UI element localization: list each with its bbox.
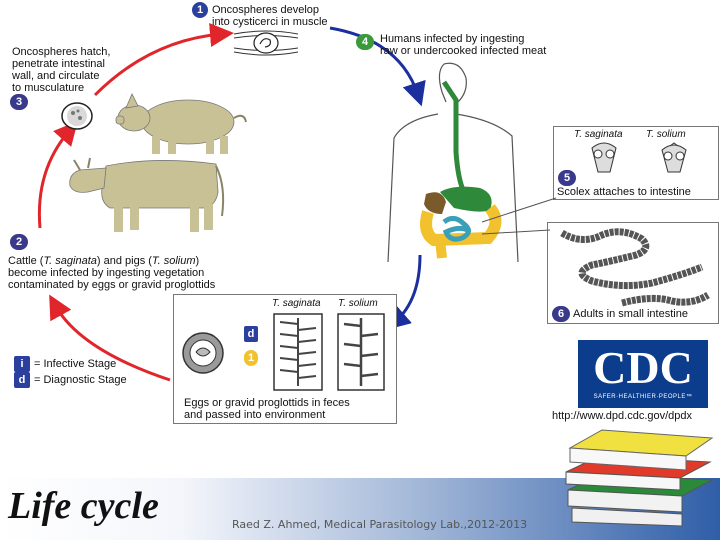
- diagnostic-stage-label: = Diagnostic Stage: [34, 374, 127, 386]
- cdc-logo-letters: CDC: [593, 342, 693, 393]
- cdc-logo-tagline: SAFER·HEALTHIER·PEOPLE™: [593, 394, 693, 400]
- step-1-text: Oncospheres develop into cysticerci in m…: [212, 4, 328, 28]
- adults-pointer-line: [481, 229, 551, 235]
- step-2-species-solium: T. solium: [151, 255, 196, 267]
- step-6-text: Adults in small intestine: [573, 308, 688, 320]
- eggs-step-1-badge: 1: [244, 350, 258, 366]
- proglottid-saginata-icon: [273, 313, 323, 391]
- step-1-badge: 1: [192, 2, 208, 18]
- step-2-text-b: ) and pigs (: [96, 255, 152, 267]
- arrow-to-human: [329, 26, 426, 107]
- diagnostic-stage-symbol: d: [14, 372, 30, 388]
- step-4-badge: 4: [356, 34, 374, 50]
- footer-credit: Raed Z. Ahmed, Medical Parasitology Lab.…: [232, 518, 528, 531]
- scolex-species-saginata: T. saginata: [574, 129, 623, 140]
- pig-icon: [115, 93, 247, 154]
- arrow-to-eggs: [385, 254, 422, 330]
- eggs-diagnostic-badge: d: [244, 326, 258, 342]
- egg-icon: [182, 332, 224, 374]
- step-5-text: Scolex attaches to intestine: [557, 186, 691, 198]
- arrow-to-step3: [37, 120, 78, 229]
- proglottid-solium-icon: [337, 313, 385, 391]
- scolex-saginata-icon: [591, 142, 617, 173]
- scolex-panel: [553, 126, 719, 200]
- step-4-text: Humans infected by ingesting raw or unde…: [380, 33, 547, 57]
- step-6-badge: 6: [552, 306, 570, 322]
- infective-stage-symbol: i: [14, 356, 30, 372]
- arrow-to-step1: [93, 23, 234, 97]
- step-2-badge: 2: [10, 234, 28, 250]
- arrow-to-cattle: [49, 294, 171, 382]
- cattle-icon: [69, 157, 225, 232]
- eggs-species-solium: T. solium: [338, 298, 378, 309]
- human-body-icon: [387, 62, 519, 263]
- scolex-species-solium: T. solium: [646, 129, 686, 140]
- eggs-species-saginata: T. saginata: [272, 298, 321, 309]
- step-2-text-a: Cattle (: [8, 255, 44, 267]
- books-icon: [565, 429, 714, 527]
- eggs-text: Eggs or gravid proglottids in feces and …: [184, 397, 350, 421]
- step-2-species-saginata: T. saginata: [43, 255, 97, 267]
- oncosphere-icon: [61, 102, 93, 130]
- footer-title: Life cycle: [8, 485, 159, 527]
- infective-stage-label: = Infective Stage: [34, 358, 117, 370]
- step-2-text: Cattle (T. saginata) and pigs (T. solium…: [8, 255, 215, 291]
- step-5-badge: 5: [558, 170, 576, 186]
- step-3-badge: 3: [10, 94, 28, 110]
- step-3-text: Oncospheres hatch, penetrate intestinal …: [12, 46, 111, 94]
- step-2-text-c: ) become infected by ingesting vegetatio…: [8, 255, 216, 291]
- cdc-url: http://www.dpd.cdc.gov/dpdx: [552, 410, 693, 422]
- scolex-solium-icon: [661, 142, 687, 173]
- cdc-logo: CDC SAFER·HEALTHIER·PEOPLE™: [578, 340, 708, 408]
- scolex-pointer-line: [481, 197, 557, 223]
- adult-worm-icon: [560, 228, 710, 307]
- cysticercus-in-muscle-icon: [233, 30, 299, 56]
